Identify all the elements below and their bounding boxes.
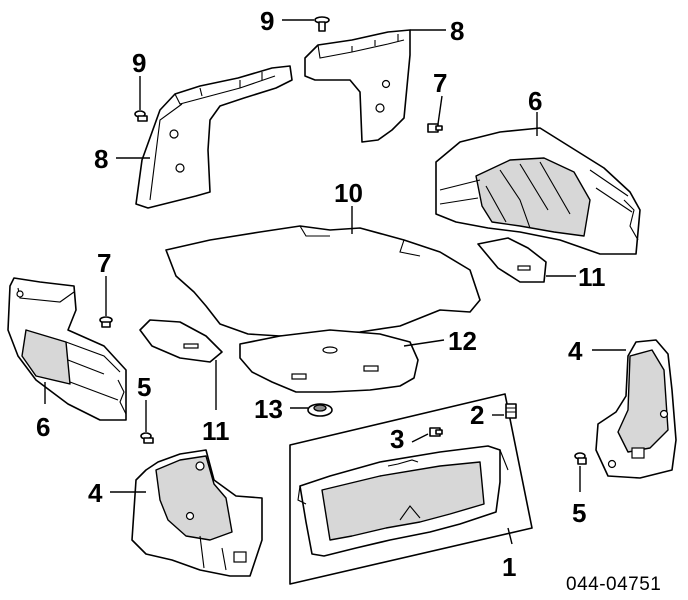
callout-11-left: 11: [202, 416, 230, 446]
callout-9-top: 9: [260, 6, 274, 36]
part-10-floor-mat: [165, 225, 481, 337]
callout-6-left: 6: [36, 412, 50, 442]
part-12-tire-cover: [239, 329, 419, 393]
callout-10: 10: [334, 178, 363, 208]
callout-13: 13: [254, 394, 283, 424]
fastener-3: [429, 427, 443, 437]
part-6-left-trim: [7, 277, 127, 421]
callout-7-right: 7: [433, 68, 447, 98]
part-8-top-panel: [304, 29, 411, 143]
callout-4-right: 4: [568, 336, 583, 366]
fastener-9-left: [134, 110, 148, 122]
part-11-left-pad: [139, 319, 223, 363]
fastener-7-left: [99, 316, 113, 328]
callout-7-left: 7: [97, 248, 111, 278]
callout-labels: 9 8 9 8 7 6 10 7 11 6 12 4 5 11 13 2 3 4…: [36, 6, 606, 582]
fastener-9-top: [314, 16, 330, 32]
part-11-right-pad: [477, 237, 547, 283]
callout-5-right: 5: [572, 498, 586, 528]
fastener-7-right: [427, 123, 443, 133]
callout-5-left: 5: [137, 372, 151, 402]
leader-lines: [44, 19, 626, 545]
fastener-2: [505, 403, 517, 419]
callout-8-left: 8: [94, 144, 108, 174]
fastener-5-left: [140, 432, 154, 444]
callout-9-left: 9: [132, 48, 146, 78]
fastener-13: [307, 403, 333, 417]
callout-4-left: 4: [88, 478, 103, 508]
fastener-5-right: [574, 452, 587, 465]
callout-1: 1: [502, 552, 516, 582]
callout-3: 3: [390, 424, 404, 454]
part-6-right-trim: [435, 127, 641, 255]
callout-2: 2: [470, 400, 484, 430]
reference-number: 044-04751: [566, 574, 661, 595]
callout-6-right: 6: [528, 86, 542, 116]
callout-12: 12: [448, 326, 477, 356]
part-1-box: [289, 393, 533, 585]
part-4-right-quarter: [595, 339, 677, 479]
callout-11-right: 11: [578, 262, 606, 292]
part-8-left-panel: [135, 65, 293, 209]
part-4-left-quarter: [131, 449, 263, 577]
callout-8-top: 8: [450, 16, 464, 46]
